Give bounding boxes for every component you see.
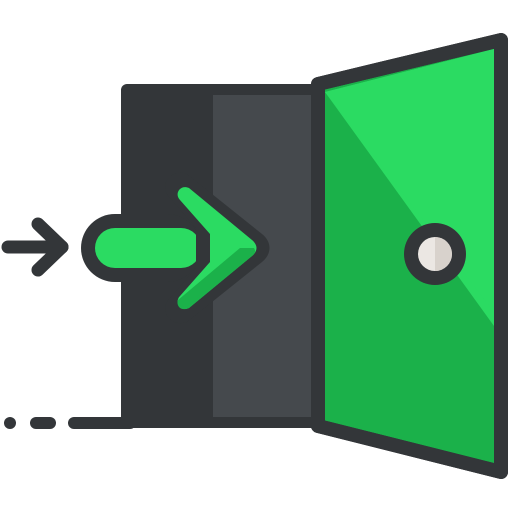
- small-arrow-icon: [1, 217, 69, 277]
- enter-arrow-icon: [81, 172, 270, 324]
- floor-line: [4, 417, 136, 429]
- door-leaf: [311, 33, 508, 479]
- door-knob-icon: [404, 223, 466, 285]
